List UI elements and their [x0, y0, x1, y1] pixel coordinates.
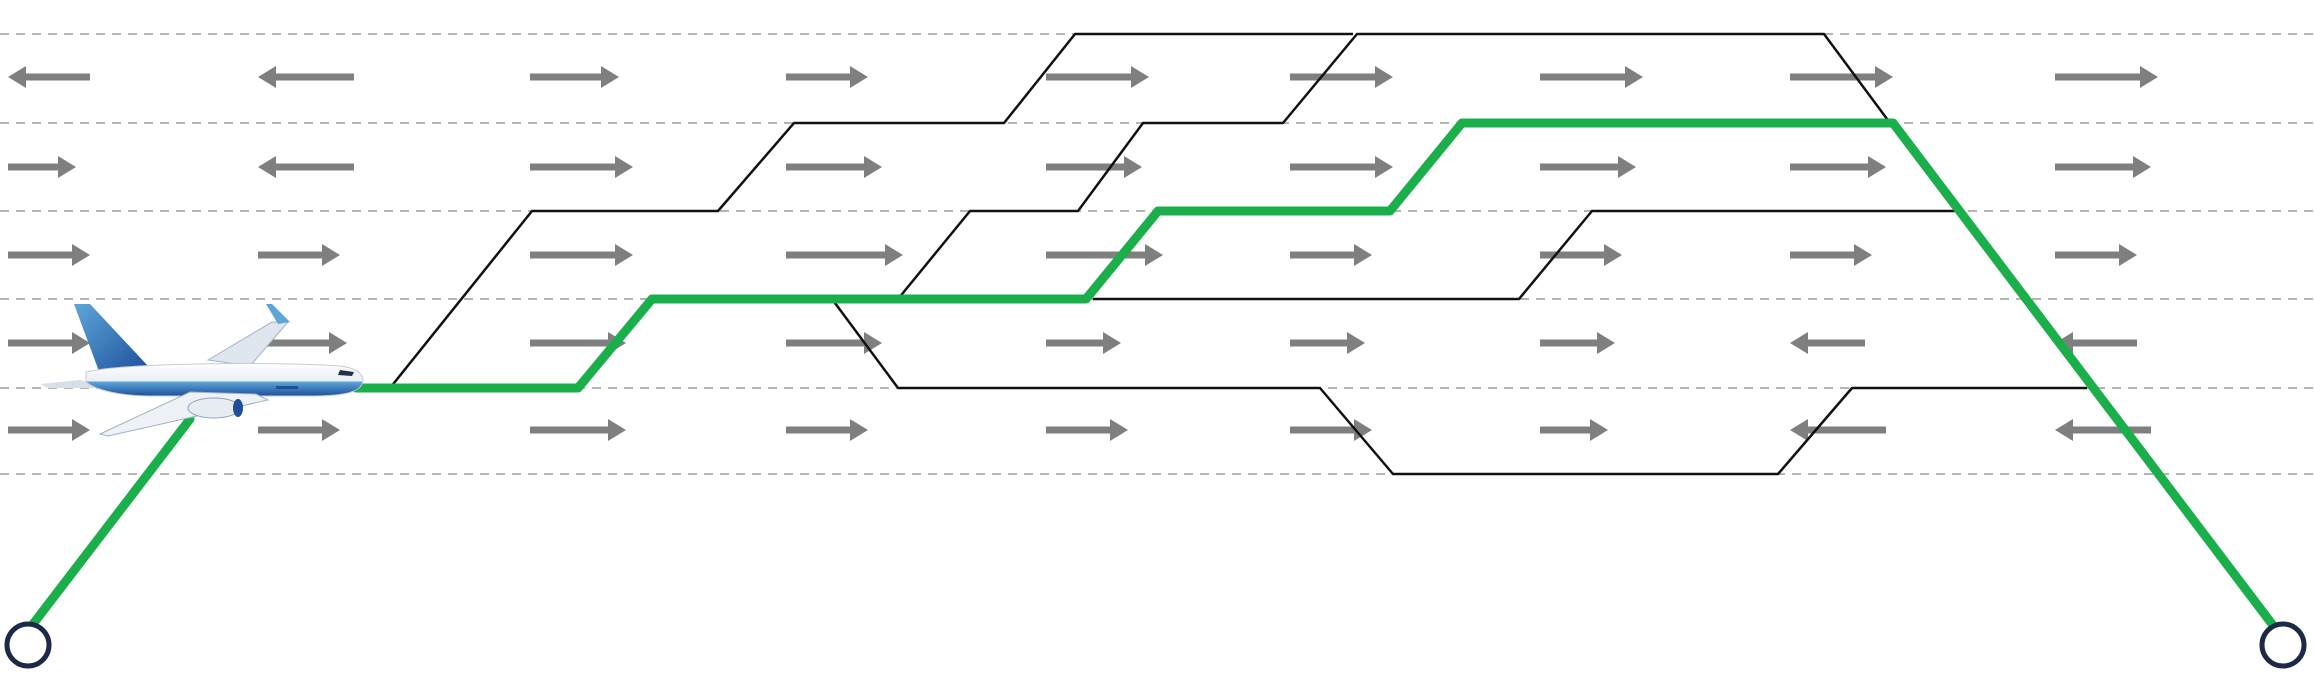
- candidate-path-upper-mid: [897, 32, 1892, 300]
- wind-arrow-right-icon: [1290, 332, 1365, 354]
- optimal-path-climb: [25, 414, 195, 633]
- wind-arrow-right-icon: [1790, 244, 1872, 266]
- wind-arrow-right-icon: [786, 419, 868, 441]
- wind-arrow-right-icon: [1790, 156, 1886, 178]
- wind-arrow-right-icon: [1540, 244, 1622, 266]
- wind-arrow-right-icon: [258, 244, 340, 266]
- wind-arrow-left-icon: [258, 156, 354, 178]
- wind-arrow-right-icon: [1540, 156, 1636, 178]
- candidate-trajectories: [389, 32, 2087, 476]
- wind-arrow-left-icon: [258, 66, 354, 88]
- wind-arrow-right-icon: [786, 156, 882, 178]
- aircraft-cockpit: [338, 370, 354, 376]
- wind-arrow-right-icon: [786, 66, 868, 88]
- wind-arrow-right-icon: [8, 156, 76, 178]
- wind-arrow-right-icon: [530, 156, 633, 178]
- wind-arrow-right-icon: [1046, 419, 1128, 441]
- airports: [4, 621, 2307, 669]
- wind-arrow-left-icon: [1790, 419, 1886, 441]
- wind-arrow-right-icon: [8, 332, 90, 354]
- wind-arrow-left-icon: [2055, 419, 2151, 441]
- wind-arrow-right-icon: [530, 419, 626, 441]
- wind-arrow-right-icon: [1046, 156, 1142, 178]
- wind-arrow-right-icon: [786, 332, 882, 354]
- wind-arrow-right-icon: [1046, 66, 1149, 88]
- wind-arrow-right-icon: [1790, 66, 1893, 88]
- wind-arrow-right-icon: [1290, 66, 1393, 88]
- destination-airport-icon: [2259, 621, 2307, 669]
- wind-arrow-right-icon: [8, 244, 90, 266]
- airliner-icon: [40, 304, 364, 437]
- wind-arrow-right-icon: [8, 419, 90, 441]
- wind-arrow-right-icon: [1046, 332, 1121, 354]
- aircraft-engine: [187, 397, 241, 419]
- wind-arrow-right-icon: [1290, 419, 1372, 441]
- wind-arrow-right-icon: [258, 419, 340, 441]
- candidate-path-right: [1093, 209, 1956, 301]
- wind-arrow-right-icon: [2055, 244, 2137, 266]
- aircraft-fuselage: [85, 363, 364, 397]
- wind-arrow-field: [8, 66, 2158, 441]
- aircraft-winglet: [266, 304, 290, 324]
- optimal-trajectory: [25, 118, 2280, 633]
- wind-arrow-right-icon: [1540, 66, 1643, 88]
- wind-arrow-right-icon: [1046, 244, 1163, 266]
- wind-arrow-right-icon: [1290, 156, 1393, 178]
- optimal-path-route: [351, 118, 2280, 633]
- aircraft-engine-intake: [233, 399, 243, 417]
- wind-arrow-right-icon: [1540, 419, 1608, 441]
- wind-arrow-right-icon: [786, 244, 903, 266]
- wind-arrow-left-icon: [1790, 332, 1865, 354]
- origin-airport-icon: [4, 621, 52, 669]
- wind-arrow-left-icon: [8, 66, 90, 88]
- aircraft-tail-fin: [74, 304, 148, 374]
- aircraft-livery-mark: [276, 386, 298, 389]
- wind-arrow-right-icon: [1290, 244, 1372, 266]
- wind-arrow-right-icon: [530, 66, 619, 88]
- wind-arrow-right-icon: [1540, 332, 1615, 354]
- wind-arrow-right-icon: [2055, 66, 2158, 88]
- wind-arrow-right-icon: [530, 244, 633, 266]
- candidate-path-lower: [830, 298, 2087, 476]
- wind-arrow-right-icon: [2055, 156, 2151, 178]
- candidate-path-upper-left: [389, 32, 1353, 389]
